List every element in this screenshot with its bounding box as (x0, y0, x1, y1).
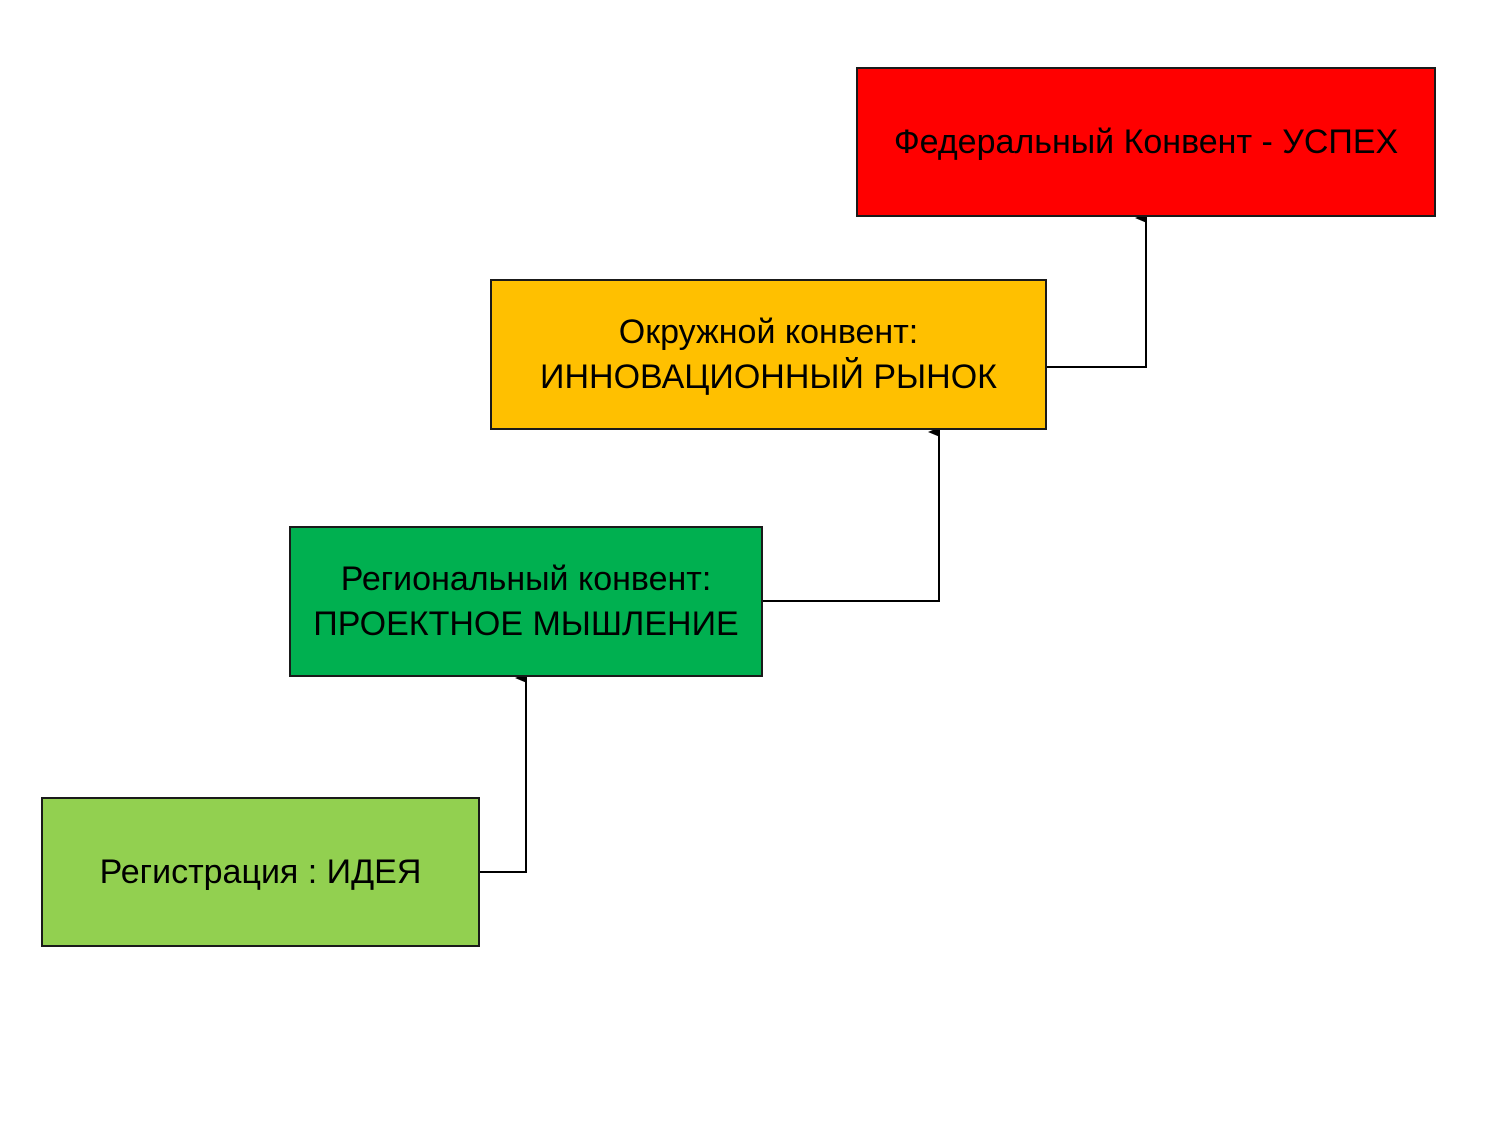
stage-label-registration-line-1: Регистрация : ИДЕЯ (99, 852, 422, 891)
stage-label-federal-line-1: Федеральный Конвент - УСПЕХ (893, 122, 1399, 161)
stage-label-district-line-1: Окружной конвент: (618, 312, 919, 351)
stage-label-regional-line-2: ПРОЕКТНОЕ МЫШЛЕНИЕ (313, 604, 739, 643)
stage-label-regional-line-1: Региональный конвент: (340, 559, 712, 598)
stage-box-regional: Региональный конвент: ПРОЕКТНОЕ МЫШЛЕНИЕ (289, 526, 763, 677)
arrow-registration-to-regional (480, 673, 527, 873)
stage-label-district-line-2: ИННОВАЦИОННЫЙ РЫНОК (540, 357, 997, 396)
arrow-regional-to-district (763, 427, 940, 602)
arrow-district-to-federal (1047, 213, 1147, 368)
stage-box-district: Окружной конвент: ИННОВАЦИОННЫЙ РЫНОК (490, 279, 1047, 430)
stage-box-federal: Федеральный Конвент - УСПЕХ (856, 67, 1436, 217)
stage-box-registration: Регистрация : ИДЕЯ (41, 797, 480, 947)
